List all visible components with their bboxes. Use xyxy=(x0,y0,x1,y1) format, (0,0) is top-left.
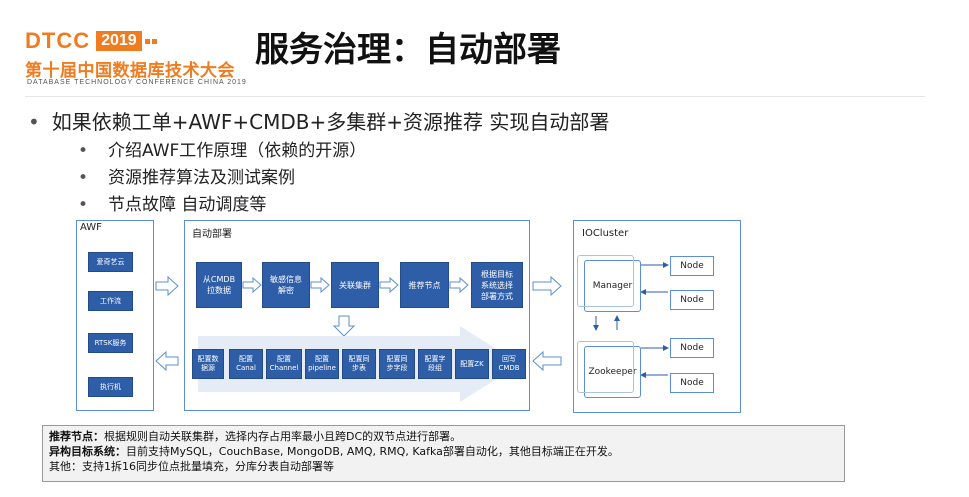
awf-item-executor: 执行机 xyxy=(88,377,133,397)
main-bullet: • 如果依赖工单+AWF+CMDB+多集群+资源推荐 实现自动部署 xyxy=(28,106,609,135)
sub-bullet: • 资源推荐算法及测试案例 xyxy=(78,163,295,188)
step-decrypt: 敏感信息解密 xyxy=(262,262,310,308)
manager-node: Manager xyxy=(584,260,641,312)
logo-en-name: DATABASE TECHNOLOGY CONFERENCE CHINA 201… xyxy=(27,79,247,86)
note-line-1-label: 推荐节点： xyxy=(49,430,104,443)
arrow-down-icon xyxy=(332,315,356,337)
sub-bullet: • 节点故障 自动调度等 xyxy=(78,190,266,215)
logo-year: 2019 xyxy=(96,31,142,51)
zookeeper-node: Zookeeper xyxy=(584,346,641,398)
awf-item-rtsk: RTSK服务 xyxy=(88,333,133,353)
arrow-right-icon xyxy=(155,275,179,297)
note-line-3: 其他：支持1拆16同步位点批量填充，分库分表自动部署等 xyxy=(49,460,334,473)
divider xyxy=(25,96,925,97)
arrow-right-icon xyxy=(532,275,562,297)
awf-item-cloud: 爱奇艺云 xyxy=(88,252,133,272)
manager-label: Manager xyxy=(592,281,633,291)
page-title: 服务治理：自动部署 xyxy=(255,30,561,70)
cluster-arrows xyxy=(593,262,669,378)
note-line-2: 异构目标系统：目前支持MySQL，CouchBase, MongoDB, AMQ… xyxy=(49,444,838,459)
step-config-sync-field: 配置同步字段 xyxy=(379,349,415,379)
deploy-panel xyxy=(184,220,530,411)
sub-bullet-text: 资源推荐算法及测试案例 xyxy=(108,168,295,188)
awf-item-workflow: 工作流 xyxy=(88,291,133,311)
node-4: Node xyxy=(670,373,714,393)
bullet-dot-icon: • xyxy=(78,195,89,215)
node-2: Node xyxy=(670,290,714,310)
deploy-label: 自动部署 xyxy=(192,229,232,240)
note-line-2-label: 异构目标系统： xyxy=(49,445,126,458)
arrow-left-icon xyxy=(155,350,179,372)
main-bullet-text: 如果依赖工单+AWF+CMDB+多集群+资源推荐 实现自动部署 xyxy=(51,110,610,134)
arrow-left-icon xyxy=(532,350,562,372)
step-associate-cluster: 关联集群 xyxy=(331,262,379,308)
logo-cn-name: 第十届中国数据库技术大会 xyxy=(25,61,235,81)
iocluster-panel xyxy=(573,220,741,413)
step-config-datasource: 配置数据源 xyxy=(192,349,224,379)
bullet-dot-icon: • xyxy=(78,141,89,161)
step-arrows xyxy=(242,276,469,294)
step-config-sync-table: 配置同步表 xyxy=(342,349,376,379)
zookeeper-shadow xyxy=(577,341,634,393)
bullet-dot-icon: • xyxy=(28,110,40,134)
step-recommend-node: 推荐节点 xyxy=(400,262,449,308)
logo-dots-icon xyxy=(144,38,157,44)
zookeeper-label: Zookeeper xyxy=(588,367,637,377)
node-3: Node xyxy=(670,338,714,358)
step-choose-method: 根据目标系统选择部署方式 xyxy=(471,262,523,308)
note-line-1: 推荐节点：根据规则自动关联集群，选择内存占用率最小且跨DC的双节点进行部署。 xyxy=(49,429,838,444)
bullet-dot-icon: • xyxy=(78,168,89,188)
sub-bullet-text: 介绍AWF工作原理（依赖的开源） xyxy=(108,141,367,161)
iocluster-label: IOCluster xyxy=(582,228,629,239)
node-1: Node xyxy=(670,256,714,276)
step-config-field-group: 配置字段组 xyxy=(418,349,452,379)
sub-bullet: • 介绍AWF工作原理（依赖的开源） xyxy=(78,136,366,161)
note-line-2-text: 目前支持MySQL，CouchBase, MongoDB, AMQ, RMQ, … xyxy=(126,445,619,458)
note-line-1-text: 根据规则自动关联集群，选择内存占用率最小且跨DC的双节点进行部署。 xyxy=(104,430,462,443)
note-box: 推荐节点：根据规则自动关联集群，选择内存占用率最小且跨DC的双节点进行部署。 异… xyxy=(42,425,845,482)
step-config-zk: 配置ZK xyxy=(455,349,489,379)
logo: DTCC 2019 xyxy=(25,28,157,53)
manager-shadow xyxy=(577,255,634,307)
sub-bullet-text: 节点故障 自动调度等 xyxy=(108,195,267,215)
logo-brand: DTCC xyxy=(25,28,91,53)
awf-label: AWF xyxy=(80,222,102,233)
